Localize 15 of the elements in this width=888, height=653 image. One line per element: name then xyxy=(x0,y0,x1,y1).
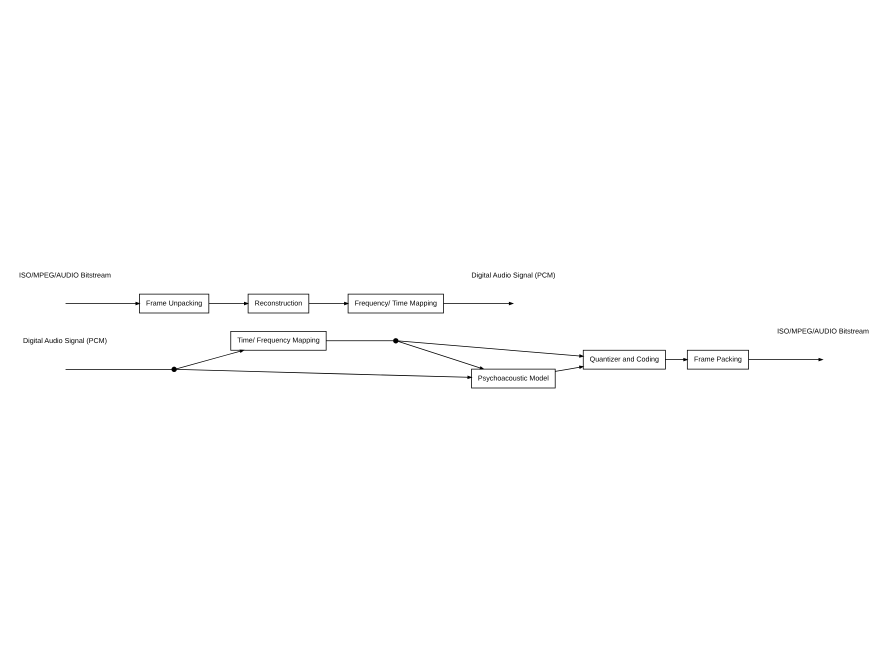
connector xyxy=(65,368,172,370)
arrow xyxy=(176,368,473,379)
arrow xyxy=(554,365,584,372)
arrow xyxy=(176,349,245,369)
arrow xyxy=(398,340,584,358)
connector xyxy=(326,340,394,341)
arrow xyxy=(398,340,485,370)
node-circle xyxy=(393,338,398,343)
arrow xyxy=(65,301,141,305)
arrow xyxy=(443,301,514,305)
arrow xyxy=(748,357,824,361)
arrow xyxy=(665,357,688,361)
arrow xyxy=(208,301,250,305)
arrow xyxy=(308,301,350,305)
node-circle xyxy=(171,366,177,372)
